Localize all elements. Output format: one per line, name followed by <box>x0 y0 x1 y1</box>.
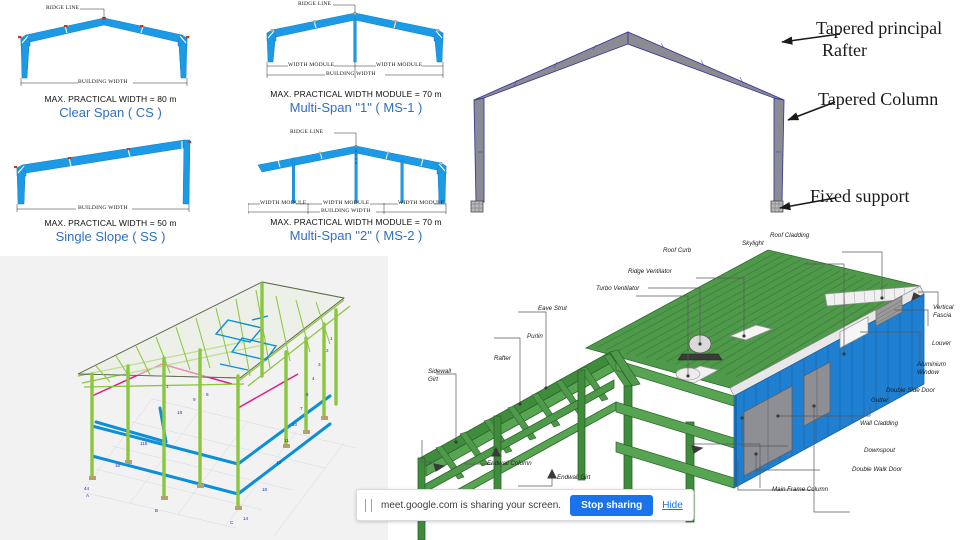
screen-share-notification[interactable]: meet.google.com is sharing your screen. … <box>356 489 694 521</box>
svg-text:11: 11 <box>284 438 289 443</box>
label-ridge-ventilator: Ridge Ventilator <box>628 268 672 275</box>
multi-span-1-ridge-label: RIDGE LINE <box>298 1 332 7</box>
clear-span-width-label: BUILDING WIDTH <box>78 79 128 85</box>
svg-text:16: 16 <box>115 463 121 468</box>
svg-text:6: 6 <box>306 392 309 397</box>
label-skylight: Skylight <box>742 240 764 247</box>
svg-text:44: 44 <box>84 486 90 491</box>
multi-span-1-width-label: BUILDING WIDTH <box>326 71 376 77</box>
svg-text:115: 115 <box>140 441 148 446</box>
svg-text:18: 18 <box>262 487 268 492</box>
svg-text:3: 3 <box>318 362 321 367</box>
svg-text:B: B <box>155 508 158 513</box>
svg-text:12: 12 <box>276 460 282 465</box>
clear-span-drawing <box>18 8 190 86</box>
svg-text:4: 4 <box>312 376 315 381</box>
label-double-side-door: Double Side Door <box>886 387 935 394</box>
label-turbo-ventilator: Turbo Ventilator <box>596 285 640 292</box>
frame-diagram-multi-span-1: RIDGE LINE WIDTH MODULE WIDTH MODULE BUI… <box>250 0 462 115</box>
portal-frame-leader-lines <box>779 33 841 211</box>
label-rafter: Rafter <box>494 355 511 362</box>
label-endwall-column: Endwall Column <box>487 460 532 467</box>
svg-text:9: 9 <box>193 397 196 402</box>
multi-span-1-drawing <box>266 4 444 78</box>
multi-span-2-drawing <box>248 132 447 214</box>
multi-span-2-ridge-label: RIDGE LINE <box>290 129 324 135</box>
label-sidewall-girt-line2: Girt <box>428 375 438 383</box>
clear-span-ridge-label: RIDGE LINE <box>46 5 80 11</box>
drag-handle-icon[interactable] <box>365 498 372 512</box>
multi-span-2-module-label-0: WIDTH MODULE <box>260 200 307 206</box>
svg-text:1: 1 <box>166 384 169 389</box>
single-slope-width-label: BUILDING WIDTH <box>78 205 128 211</box>
frame-diagram-clear-span: RIDGE LINE BUILDING WIDTH MAX. PRACTICAL… <box>8 2 213 120</box>
label-aluminium-window-line1: Aluminium <box>917 361 946 368</box>
share-message: meet.google.com is sharing your screen. <box>381 499 562 511</box>
multi-span-2-module-label-1: WIDTH MODULE <box>323 200 370 206</box>
annotation-tapered-rafter-line1: Tapered principal <box>816 18 943 38</box>
label-downspout: Downspout <box>864 447 895 454</box>
multi-span-2-width-label: BUILDING WIDTH <box>321 208 371 214</box>
label-purlin: Purlin <box>527 333 543 340</box>
label-endwall-girt: Endwall Girt <box>557 474 591 481</box>
multi-span-1-title: Multi-Span "1" ( MS-1 ) <box>289 100 423 115</box>
label-vertical-fascia-line2: Fascia <box>933 311 952 319</box>
svg-text:18: 18 <box>177 410 183 415</box>
label-vertical-fascia-line1: Vertical <box>933 304 954 311</box>
label-sidewall-girt: Sidewall Girt <box>428 368 451 384</box>
label-main-frame-column: Main Frame Column <box>772 486 829 493</box>
label-roof-cladding: Roof Cladding <box>770 232 810 239</box>
annotation-tapered-rafter: Tapered principal Rafter <box>816 18 942 62</box>
label-sidewall-girt-line1: Sidewall <box>428 368 452 375</box>
portal-frame-3d <box>470 31 785 213</box>
single-slope-drawing <box>14 139 192 212</box>
svg-text:C: C <box>230 520 234 525</box>
frame-diagram-single-slope: BUILDING WIDTH MAX. PRACTICAL WIDTH = 50… <box>8 128 213 244</box>
svg-text:10: 10 <box>292 422 298 427</box>
svg-text:14: 14 <box>243 516 249 521</box>
svg-text:2: 2 <box>326 348 329 353</box>
clear-span-spec: MAX. PRACTICAL WIDTH = 80 m <box>44 94 177 104</box>
annotation-tapered-rafter-line2: Rafter <box>822 39 867 60</box>
label-eave-strut: Eave Strut <box>538 305 567 312</box>
label-aluminium-window-line2: Window <box>917 368 939 376</box>
label-wall-cladding: Wall Cladding <box>860 420 899 427</box>
label-roof-curb: Roof Curb <box>663 247 692 254</box>
annotation-tapered-column: Tapered Column <box>818 89 939 109</box>
label-vertical-fascia: Vertical Fascia <box>933 304 953 320</box>
multi-span-1-module-label-1: WIDTH MODULE <box>376 62 423 68</box>
svg-text:A: A <box>86 493 90 498</box>
single-slope-title: Single Slope ( SS ) <box>55 229 166 244</box>
svg-text:7: 7 <box>300 406 303 411</box>
hide-link[interactable]: Hide <box>662 499 683 511</box>
svg-text:8: 8 <box>206 392 209 397</box>
clear-span-title: Clear Span ( CS ) <box>59 105 162 120</box>
label-louver: Louver <box>932 340 951 347</box>
label-double-walk-door: Double Walk Door <box>852 466 903 473</box>
annotation-fixed-support: Fixed support <box>810 186 910 206</box>
multi-span-1-module-label-0: WIDTH MODULE <box>288 62 335 68</box>
multi-span-2-title: Multi-Span "2" ( MS-2 ) <box>289 228 423 243</box>
multi-span-2-module-label-2: WIDTH MODULE <box>398 200 445 206</box>
label-gutter: Gutter <box>871 397 889 404</box>
stop-sharing-button[interactable]: Stop sharing <box>570 494 654 516</box>
multi-span-1-spec: MAX. PRACTICAL WIDTH MODULE = 70 m <box>270 89 442 99</box>
label-aluminium-window: Aluminium Window <box>917 361 946 377</box>
svg-text:1: 1 <box>330 336 333 341</box>
peb-building-diagram <box>417 249 939 540</box>
frame-diagram-multi-span-2: RIDGE LINE WIDTH MODULE WIDTH MODULE WID… <box>248 124 464 243</box>
multi-span-2-spec: MAX. PRACTICAL WIDTH MODULE = 70 m <box>270 217 442 227</box>
single-slope-spec: MAX. PRACTICAL WIDTH = 50 m <box>44 218 177 228</box>
